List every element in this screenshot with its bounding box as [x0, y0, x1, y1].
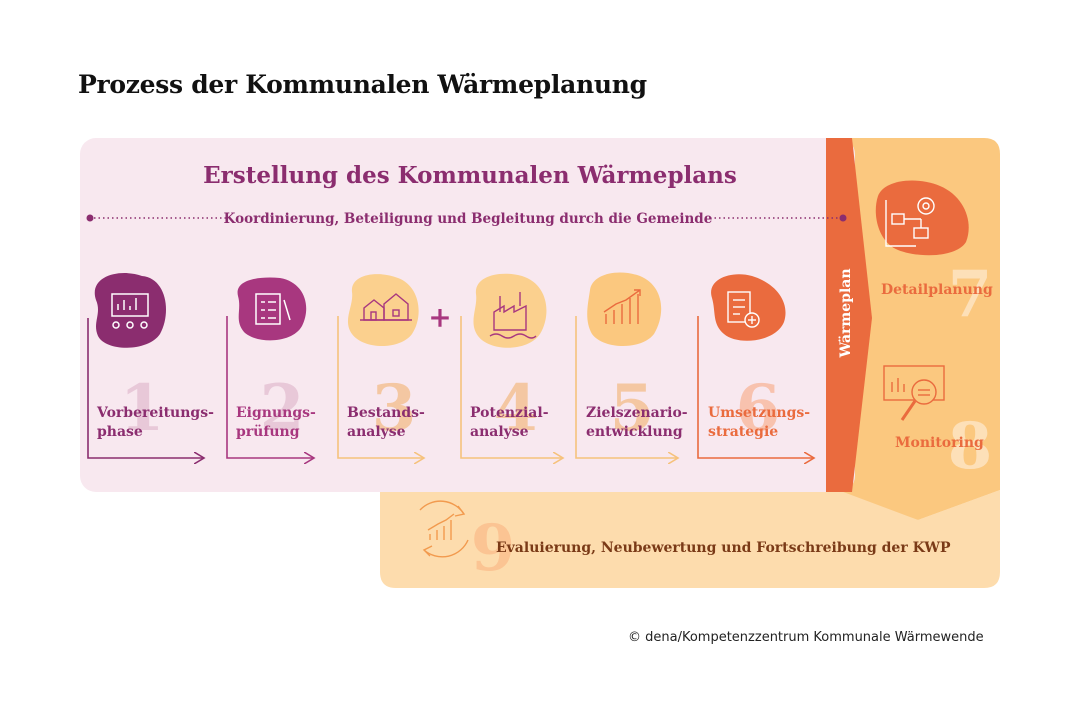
cycle-chart-icon: [419, 500, 469, 558]
factory-icon: [489, 292, 537, 339]
step-6-blob: [711, 274, 786, 341]
step-5-blob: [587, 272, 662, 346]
copyright-credit: © dena/Kompetenzzentrum Kommunale Wärmew…: [628, 630, 984, 645]
evaluation-band: [380, 466, 1000, 588]
growth-chart-icon: [603, 289, 641, 324]
waermeplan-band: [826, 138, 872, 492]
step-6-label-line2: strategie: [708, 424, 778, 440]
checklist-icon: [255, 293, 291, 325]
step-1-number: 1: [120, 371, 165, 446]
step-2-blob: [237, 277, 307, 341]
waermeplan-label: Wärmeplan: [838, 268, 854, 358]
step-6-number: 6: [736, 371, 781, 446]
step-2-label-line2: prüfung: [236, 424, 300, 440]
step-6-arrow: [697, 316, 814, 458]
magnifier-chart-icon: [883, 365, 945, 421]
step-3-label-line1: Bestands-: [347, 405, 425, 421]
page-title: Prozess der Kommunalen Wärmeplanung: [78, 70, 647, 99]
step-1: 1 Vorbereitungs- phase: [87, 273, 214, 458]
step-7-blob: [875, 180, 969, 256]
step-8-number: 8: [948, 409, 993, 484]
plus-sign: +: [428, 301, 451, 334]
coordination-label: Koordinierung, Beteiligung und Begleitun…: [224, 211, 713, 227]
presentation-icon: [111, 293, 149, 329]
step-5: 5 Zielszenario- entwicklung: [575, 272, 688, 458]
coordination-end-dot: [839, 214, 847, 222]
step-1-label-line2: phase: [97, 424, 143, 440]
step-2-arrow: [226, 316, 314, 458]
step-3-arrow: [337, 316, 424, 458]
panel-heading: Erstellung des Kommunalen Wärmeplans: [203, 162, 737, 189]
step-6: 6 Umsetzungs- strategie: [697, 274, 814, 458]
step-8-label: Monitoring: [895, 435, 984, 451]
step-4-label-line2: analyse: [470, 424, 529, 440]
step-3: + 3 Bestands- analyse: [337, 274, 452, 458]
step-5-label-line2: entwicklung: [586, 424, 683, 440]
step-2-number: 2: [260, 371, 305, 446]
step-7-number: 7: [948, 257, 993, 332]
step-4: 4 Potenzial- analyse: [460, 273, 563, 458]
step-4-number: 4: [494, 371, 539, 446]
step-7-label: Detailplanung: [881, 282, 993, 298]
step-3-number: 3: [372, 371, 417, 446]
document-plus-icon: [727, 291, 760, 328]
step-6-label-line1: Umsetzungs-: [708, 405, 810, 421]
step-2-label-line1: Eignungs-: [236, 405, 316, 421]
step-5-number: 5: [610, 371, 655, 446]
step-7-detailplanung: 7 Detailplanung: [875, 180, 993, 332]
step-4-label-line1: Potenzial-: [470, 405, 549, 421]
step-3-label-line2: analyse: [347, 424, 406, 440]
step-4-arrow: [460, 316, 563, 458]
coordination-start-dot: [86, 214, 94, 222]
step-1-arrow: [87, 318, 204, 458]
step-1-blob: [94, 273, 166, 348]
step-1-label-line1: Vorbereitungs-: [96, 405, 214, 421]
houses-icon: [360, 293, 412, 321]
step-4-blob: [473, 273, 547, 348]
main-panel: [80, 138, 855, 492]
step-9-evaluation: 9 Evaluierung, Neubewertung und Fortschr…: [419, 500, 951, 586]
step-5-arrow: [575, 316, 678, 458]
step-5-label-line1: Zielszenario-: [586, 405, 688, 421]
step-9-label: Evaluierung, Neubewertung und Fortschrei…: [496, 540, 951, 556]
step-8-monitoring: 8 Monitoring: [883, 365, 993, 484]
step-9-number: 9: [471, 511, 516, 586]
blueprint-gear-icon: [885, 197, 935, 247]
step-2: 2 Eignungs- prüfung: [226, 277, 316, 458]
